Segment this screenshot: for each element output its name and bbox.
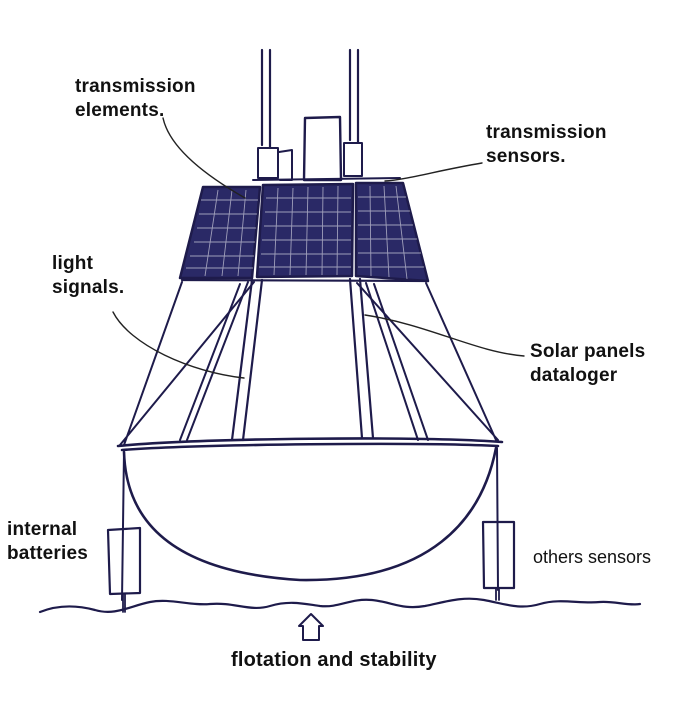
- label-line: dataloger: [530, 364, 645, 388]
- buoy-frame: [120, 279, 498, 445]
- battery-box: [108, 528, 140, 594]
- buoy-hull: [118, 439, 502, 600]
- antenna-masts: [258, 50, 362, 178]
- label-light-signals: light signals.: [52, 252, 124, 300]
- solar-panel-right: [356, 183, 428, 281]
- label-line: elements.: [75, 99, 196, 123]
- label-transmission-elements: transmission elements.: [75, 75, 196, 123]
- label-solar-panels: Solar panels dataloger: [530, 340, 645, 388]
- flotation-arrow-icon: [299, 614, 323, 640]
- label-others-sensors: others sensors: [533, 545, 651, 569]
- solar-panels: [180, 183, 428, 281]
- label-line: batteries: [7, 542, 88, 566]
- label-line: transmission: [75, 75, 196, 99]
- label-line: light: [52, 252, 124, 276]
- label-line: transmission: [486, 121, 607, 145]
- label-line: sensors.: [486, 145, 607, 169]
- label-flotation: flotation and stability: [231, 648, 437, 672]
- label-line: Solar panels: [530, 340, 645, 364]
- side-modules: [108, 522, 514, 612]
- label-line: signals.: [52, 276, 124, 300]
- solar-panel-left: [180, 187, 260, 278]
- label-internal-batteries: internal batteries: [7, 518, 88, 566]
- water-waves: [40, 599, 640, 612]
- label-transmission-sensors: transmission sensors.: [486, 121, 607, 169]
- label-line: internal: [7, 518, 88, 542]
